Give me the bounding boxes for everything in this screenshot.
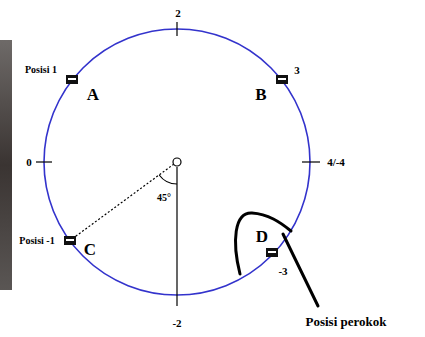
- point-letter: B: [255, 86, 266, 103]
- sensor-marker: [66, 75, 78, 84]
- axis-value: 2: [175, 8, 181, 19]
- position-label: Posisi -1: [19, 236, 54, 246]
- dotted-line: [72, 164, 174, 239]
- point-letter: C: [84, 241, 96, 258]
- center-point: [173, 158, 181, 166]
- angle-label: 45°: [157, 193, 171, 203]
- sensor-marker: [266, 248, 278, 257]
- angle-arc: [159, 175, 177, 184]
- axis-value: -2: [172, 318, 181, 329]
- point-letter: D: [256, 228, 268, 245]
- axis-value: 0: [26, 157, 32, 168]
- leader-line: [283, 234, 318, 306]
- point-letter: A: [87, 86, 99, 103]
- tick-top: [176, 22, 177, 36]
- position-label: Posisi 1: [25, 65, 57, 75]
- axis-value: 4/-4: [327, 157, 345, 168]
- sensor-marker: [276, 75, 288, 84]
- photo-strip: [0, 40, 12, 290]
- tick-right: [302, 161, 320, 162]
- sensor-marker: [64, 236, 76, 245]
- position-value: 3: [294, 65, 300, 76]
- vertical-line: [176, 167, 177, 306]
- annotation-label: Posisi perokok: [305, 315, 386, 328]
- position-value: -3: [278, 266, 287, 277]
- tick-left: [36, 161, 52, 162]
